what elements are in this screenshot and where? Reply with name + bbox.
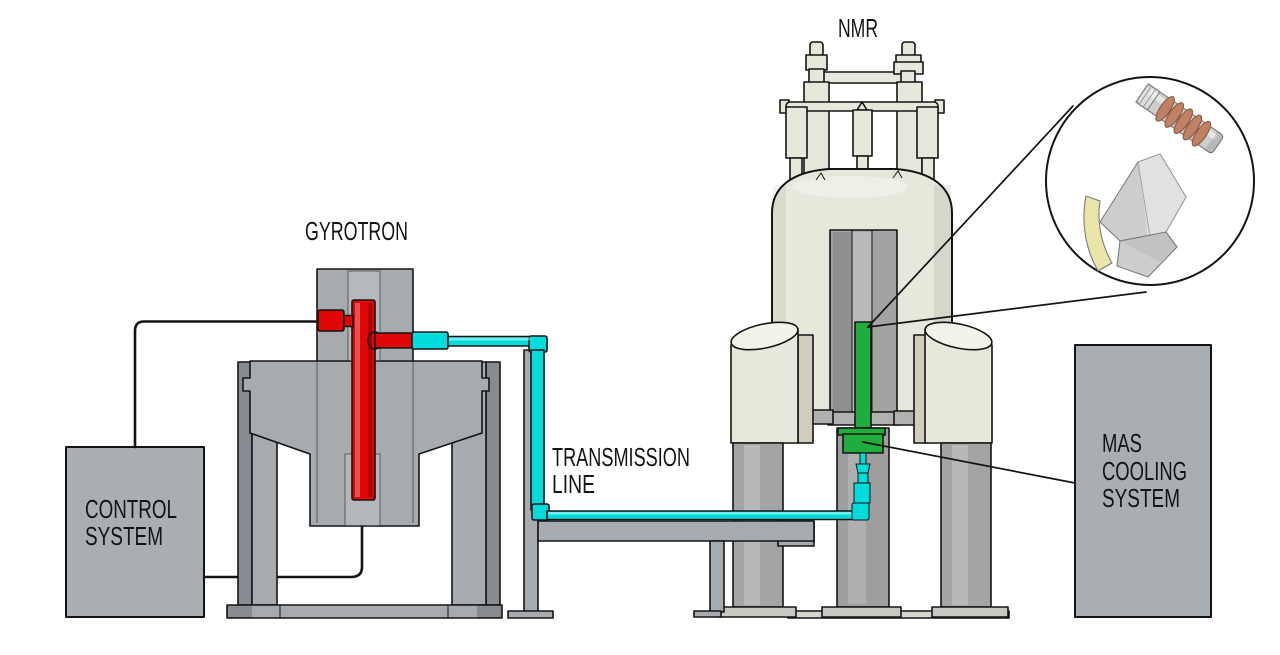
control-system-box [65,446,205,618]
nmr-leg-cylinder-right [940,442,992,608]
leg-top-cut-right [924,321,993,351]
gyrotron-output-coupler [374,332,414,349]
control-system-label-line1: CONTROL [85,496,177,524]
control-system-unit: CONTROL SYSTEM [65,446,205,618]
control-system-label-line2: SYSTEM [85,523,163,551]
mas-rotor [1135,83,1225,155]
gyrotron-base-plate [226,604,503,619]
transmission-line-pipes [411,331,856,521]
detail-callout [867,76,1255,328]
turret-center-cylinder [852,109,873,157]
waveguide-sleeve [411,331,449,350]
bench-leg [709,540,725,613]
transmission-line-label-line1: TRANSMISSION [552,444,690,472]
probe-coolant-fittings [851,452,871,521]
nmr-rear-leg-left [797,334,814,444]
stator-yellow-ring [1083,195,1113,272]
cable-control-to-gyrotron-bottom [202,498,364,579]
mas-stator-block [842,433,884,454]
control-cables [133,320,364,579]
mas-cooling-unit: MAS COOLING SYSTEM [862,344,1212,618]
gyrotron-beam-tube [351,299,376,501]
waveguide-vertical-pipe [530,349,545,511]
probe-coolant-elbow [851,502,870,521]
transmission-line-label-line2: LINE [552,471,595,499]
mas-cooling-box [1074,344,1212,618]
mas-pointer-line [862,441,1076,484]
gyrotron-coupler-nipple [343,314,354,328]
callout-tangent-line-upper [867,105,1074,328]
probe-green-tube [854,321,872,429]
gyrotron-unit: GYROTRON [226,218,503,619]
bench-foot [693,610,722,618]
stator-body-lower [1116,231,1178,278]
nmr-label: NMR [838,15,878,43]
dewar-lift-hooks [815,170,903,181]
transmission-bench-beam [537,520,815,542]
gyrotron-input-coupler [317,309,345,332]
turret-crossbar-top [819,71,905,84]
mas-label-line2: COOLING [1102,458,1187,486]
nmr-base-plates [717,606,1009,618]
support-post-foot [507,610,554,619]
gyrotron-red-assembly [317,299,414,501]
rotor-turbine-cap [1135,83,1161,111]
rotor-rf-coil [1155,95,1212,147]
cable-control-to-gyrotron-top [133,320,321,449]
mas-stator-detail [1083,153,1187,278]
gyrotron-label: GYROTRON [305,218,408,246]
leg-top-cut-left [730,321,799,351]
mas-label-line1: MAS [1102,430,1142,458]
callout-tangent-line-lower [867,291,1147,328]
mas-label-line3: SYSTEM [1102,485,1180,513]
